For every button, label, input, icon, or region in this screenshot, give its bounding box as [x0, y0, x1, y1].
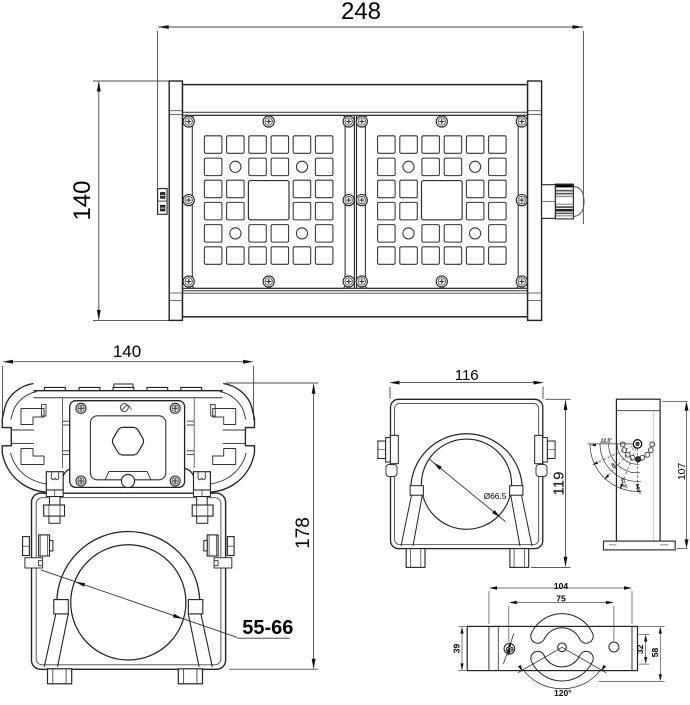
- svg-text:32: 32: [635, 644, 645, 654]
- svg-text:45°: 45°: [609, 462, 618, 471]
- svg-text:55-66: 55-66: [242, 617, 293, 639]
- svg-text:119: 119: [551, 472, 568, 496]
- svg-text:116: 116: [455, 367, 479, 384]
- svg-text:22.5°: 22.5°: [601, 437, 612, 443]
- svg-text:90°: 90°: [634, 487, 641, 495]
- svg-text:75: 75: [556, 593, 566, 603]
- svg-text:58: 58: [650, 648, 660, 658]
- svg-text:140: 140: [113, 342, 141, 361]
- svg-text:248: 248: [341, 0, 381, 25]
- svg-text:67.5°: 67.5°: [619, 477, 629, 490]
- svg-text:178: 178: [293, 517, 314, 549]
- svg-text:104: 104: [554, 581, 568, 591]
- svg-text:140: 140: [69, 180, 96, 220]
- svg-text:Ø66.5: Ø66.5: [484, 491, 507, 501]
- svg-text:39: 39: [452, 644, 462, 654]
- svg-text:Ø9: Ø9: [506, 648, 515, 654]
- svg-text:120°: 120°: [554, 688, 572, 698]
- svg-text:107: 107: [676, 462, 688, 480]
